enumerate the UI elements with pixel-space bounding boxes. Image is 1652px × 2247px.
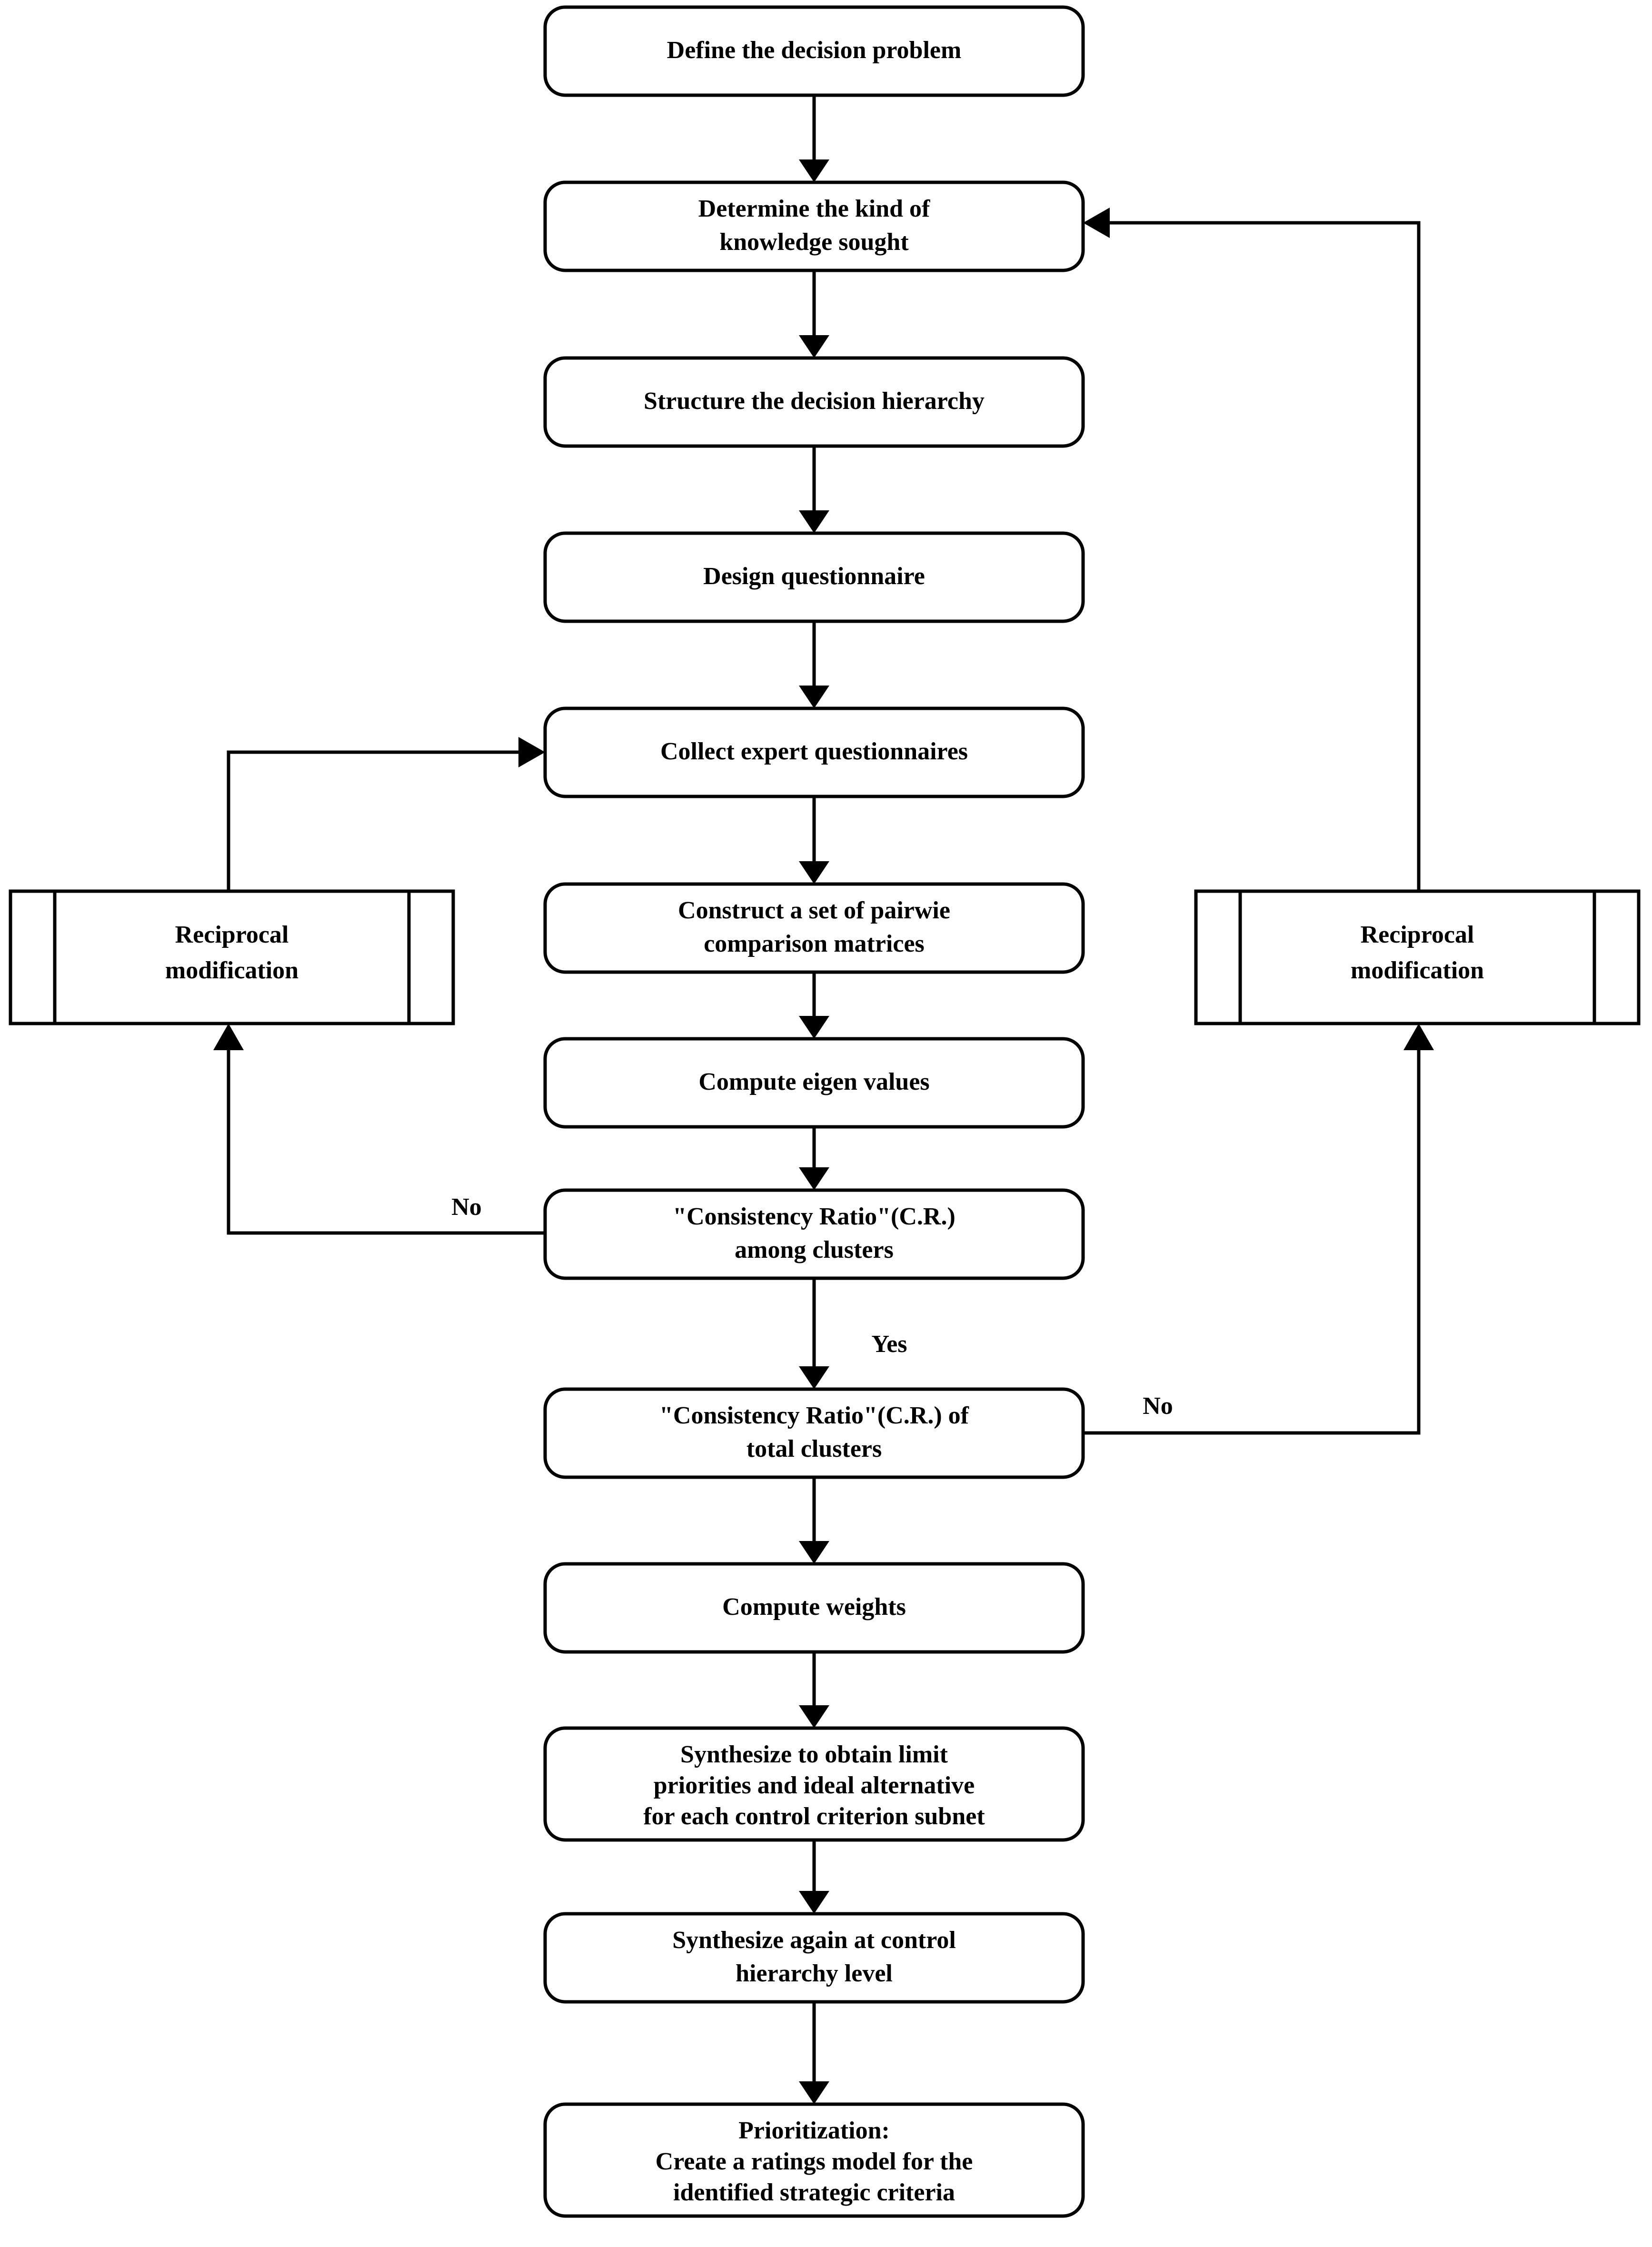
edge-synth-limit-to-synth-ctrl <box>799 1840 829 1914</box>
node-label: Compute eigen values <box>698 1068 929 1095</box>
node-label-line-1: "Consistency Ratio"(C.R.) <box>673 1203 955 1230</box>
node-label: Design questionnaire <box>703 563 925 590</box>
connector-layer <box>213 95 1434 2104</box>
node-synthesize-limit-priorities[interactable]: Synthesize to obtain limit priorities an… <box>543 1726 1085 1842</box>
node-construct-matrices[interactable]: Construct a set of pairwie comparison ma… <box>543 882 1085 974</box>
edge-design-to-collect <box>799 621 829 708</box>
node-shape <box>543 5 1085 97</box>
node-shape <box>543 1726 1085 1842</box>
node-label-line-1: "Consistency Ratio"(C.R.) of <box>659 1402 969 1429</box>
node-shape <box>543 1188 1085 1280</box>
node-shape <box>543 180 1085 272</box>
edge-cr-clusters-to-cr-total <box>799 1278 829 1389</box>
node-label-line-2: among clusters <box>735 1236 894 1263</box>
node-compute-weights[interactable]: Compute weights <box>543 1562 1085 1654</box>
node-shape <box>543 356 1085 448</box>
edge-cr-total-no-to-recip-right <box>1083 1024 1434 1435</box>
edge-define-to-determine <box>799 95 829 182</box>
node-label-line-2: modification <box>165 957 299 984</box>
node-design-questionnaire[interactable]: Design questionnaire <box>543 531 1085 623</box>
node-prioritization[interactable]: Prioritization: Create a ratings model f… <box>543 2102 1085 2218</box>
node-label-line-1: Construct a set of pairwie <box>678 897 950 924</box>
node-shape <box>543 531 1085 623</box>
node-shape <box>1194 889 1641 1025</box>
edge-recip-left-to-collect <box>227 737 545 891</box>
node-label-line-1: Prioritization: <box>738 2117 890 2144</box>
node-shape <box>543 882 1085 974</box>
node-reciprocal-modification-left[interactable]: Reciprocal modification <box>9 889 455 1025</box>
node-cr-among-clusters[interactable]: "Consistency Ratio"(C.R.) among clusters <box>543 1188 1085 1280</box>
node-label-line-2: comparison matrices <box>704 930 925 957</box>
node-shape <box>9 889 455 1025</box>
node-label: Structure the decision hierarchy <box>644 388 985 415</box>
node-label: Collect expert questionnaires <box>660 738 968 765</box>
node-shape <box>543 1387 1085 1479</box>
node-label-line-3: identified strategic criteria <box>673 2179 955 2206</box>
arrow-head-icon <box>799 1891 829 1914</box>
node-shape <box>543 2102 1085 2218</box>
node-label-line-2: total clusters <box>746 1435 882 1462</box>
arrow-head-icon <box>799 510 829 533</box>
node-determine-knowledge[interactable]: Determine the kind of knowledge sought <box>543 180 1085 272</box>
arrow-head-icon <box>799 1016 829 1039</box>
edge-synth-ctrl-to-prioritization <box>799 2002 829 2104</box>
node-label: Define the decision problem <box>667 37 962 64</box>
node-label-line-2: hierarchy level <box>736 1960 893 1987</box>
node-label-line-1: Reciprocal <box>1361 921 1474 948</box>
edge-label-layer: No Yes No <box>451 1193 1173 1420</box>
arrow-head-icon <box>799 686 829 708</box>
node-label-line-2: modification <box>1351 957 1484 984</box>
arrow-head-icon <box>518 737 545 767</box>
edge-weights-to-synth-limit <box>799 1652 829 1728</box>
node-label-line-2: knowledge sought <box>719 229 909 256</box>
node-shape <box>543 1037 1085 1129</box>
arrow-head-icon <box>1083 208 1110 238</box>
node-label-line-1: Reciprocal <box>175 921 289 948</box>
node-label-line-1: Synthesize again at control <box>672 1927 956 1954</box>
arrow-head-icon <box>1403 1024 1434 1050</box>
edge-eigen-to-cr-clusters <box>799 1127 829 1190</box>
edge-structure-to-design <box>799 446 829 533</box>
node-label-line-2: Create a ratings model for the <box>656 2148 973 2175</box>
edge-cr-clusters-no-to-recip-left <box>213 1024 545 1235</box>
arrow-head-icon <box>799 861 829 884</box>
node-shape <box>543 1912 1085 2004</box>
node-layer: Define the decision problem Determine th… <box>9 5 1641 2218</box>
arrow-head-icon <box>799 335 829 358</box>
arrow-head-icon <box>799 1705 829 1728</box>
node-define-decision-problem[interactable]: Define the decision problem <box>543 5 1085 97</box>
edge-collect-to-construct <box>799 796 829 884</box>
node-label: Compute weights <box>722 1593 906 1621</box>
node-label-line-1: Determine the kind of <box>698 195 930 222</box>
edge-construct-to-eigen <box>799 972 829 1039</box>
arrow-head-icon <box>799 1541 829 1564</box>
edge-cr-total-to-weights <box>799 1477 829 1564</box>
node-label-line-3: for each control criterion subnet <box>643 1803 985 1830</box>
node-cr-total-clusters[interactable]: "Consistency Ratio"(C.R.) of total clust… <box>543 1387 1085 1479</box>
edge-label-yes: Yes <box>871 1331 907 1358</box>
arrow-head-icon <box>799 1167 829 1190</box>
edge-determine-to-structure <box>799 270 829 358</box>
arrow-head-icon <box>799 2081 829 2104</box>
node-shape <box>543 706 1085 798</box>
node-compute-eigen-values[interactable]: Compute eigen values <box>543 1037 1085 1129</box>
edge-recip-right-to-determine <box>1083 208 1421 891</box>
arrow-head-icon <box>799 159 829 182</box>
node-structure-hierarchy[interactable]: Structure the decision hierarchy <box>543 356 1085 448</box>
node-label-line-1: Synthesize to obtain limit <box>680 1741 948 1768</box>
node-shape <box>543 1562 1085 1654</box>
node-reciprocal-modification-right[interactable]: Reciprocal modification <box>1194 889 1641 1025</box>
arrow-head-icon <box>799 1366 829 1389</box>
node-collect-questionnaires[interactable]: Collect expert questionnaires <box>543 706 1085 798</box>
edge-label-no-right: No <box>1143 1392 1173 1420</box>
node-synthesize-control-hierarchy[interactable]: Synthesize again at control hierarchy le… <box>543 1912 1085 2004</box>
edge-label-no-left: No <box>451 1193 482 1221</box>
node-label-line-2: priorities and ideal alternative <box>654 1772 975 1799</box>
arrow-head-icon <box>213 1024 244 1050</box>
